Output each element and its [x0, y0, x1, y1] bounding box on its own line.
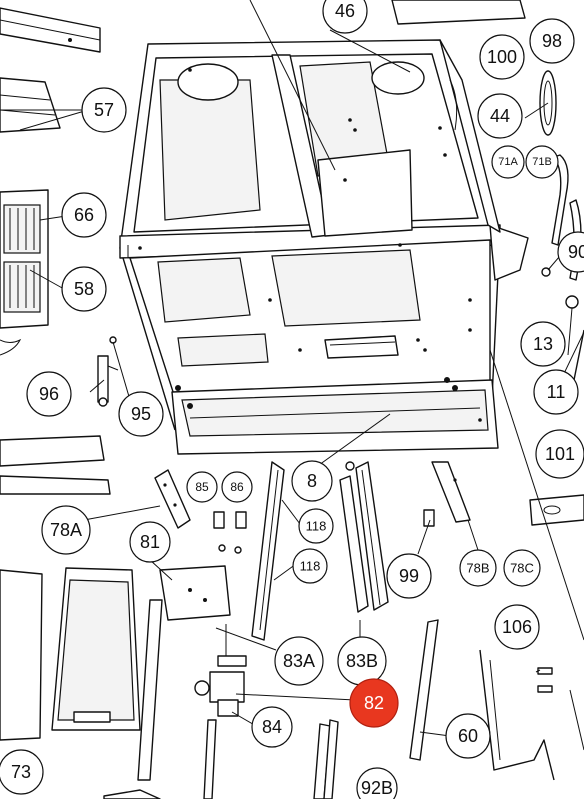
callout-95: 95: [118, 391, 164, 437]
left-grille: [0, 189, 49, 356]
callout-106-label: 106: [502, 617, 532, 637]
hinge-hardware: [97, 336, 119, 407]
callout-58-label: 58: [74, 279, 94, 299]
callout-60-label: 60: [458, 726, 478, 746]
callout-71a-label: 71A: [498, 156, 518, 168]
callout-11: 11: [533, 369, 579, 415]
callout-101: 101: [535, 429, 584, 479]
relay-assembly: [159, 511, 247, 621]
callout-13-label: 13: [533, 334, 553, 354]
callout-78a: 78A: [41, 505, 91, 555]
callout-71b: 71B: [525, 145, 559, 179]
callout-8: 8: [291, 460, 333, 502]
callout-85-label: 85: [195, 480, 209, 494]
main-cabinet-frame: [119, 39, 529, 455]
callout-96-label: 96: [39, 384, 59, 404]
callout-98-label: 98: [542, 31, 562, 51]
callout-83b-label: 83B: [346, 651, 378, 671]
callout-44-label: 44: [490, 106, 510, 126]
callout-83a-label: 83A: [283, 651, 315, 671]
callout-100-label: 100: [487, 47, 517, 67]
top-parts: [249, 0, 526, 171]
callout-57-label: 57: [94, 100, 114, 120]
callout-83b: 83B: [337, 636, 387, 686]
top-left-panel: [0, 7, 101, 133]
callout-46: 46: [322, 0, 368, 34]
callout-66-label: 66: [74, 205, 94, 225]
callout-96: 96: [26, 371, 72, 417]
bracket-78b: [423, 461, 471, 527]
callout-11-label: 11: [547, 382, 566, 402]
callout-84: 84: [251, 706, 293, 748]
drip-tray: [0, 567, 163, 781]
callout-81-label: 81: [140, 532, 160, 552]
callout-106: 106: [494, 604, 540, 650]
lower-rails: [103, 619, 584, 799]
callout-99-label: 99: [399, 566, 419, 586]
callout-58: 58: [61, 266, 107, 312]
callout-99: 99: [386, 553, 432, 599]
callout-90-label: 90: [568, 242, 584, 262]
callout-66: 66: [61, 192, 107, 238]
callout-13: 13: [520, 321, 566, 367]
left-rails: [0, 435, 191, 529]
callout-73: 73: [0, 749, 44, 795]
callout-81: 81: [129, 521, 171, 563]
callout-78c-label: 78C: [510, 561, 534, 576]
callout-83a: 83A: [274, 636, 324, 686]
callout-73-label: 73: [11, 762, 31, 782]
contactor-assembly: [194, 624, 247, 717]
callout-118-lower: 118: [292, 548, 328, 584]
callout-90: 90: [557, 231, 584, 273]
callout-86-label: 86: [230, 480, 244, 494]
callout-92b-label: 92B: [361, 778, 393, 798]
callout-86: 86: [221, 471, 253, 503]
callout-118-lower-label: 118: [300, 559, 321, 574]
callout-60: 60: [445, 713, 491, 759]
callout-98: 98: [529, 18, 575, 64]
callout-71b-label: 71B: [532, 156, 552, 168]
callout-95-label: 95: [131, 404, 151, 424]
callout-84-label: 84: [262, 717, 282, 737]
callout-78a-label: 78A: [50, 520, 82, 540]
callout-85: 85: [186, 471, 218, 503]
callout-118-upper: 118: [298, 508, 334, 544]
callout-118-upper-label: 118: [306, 519, 327, 534]
callout-8-label: 8: [307, 471, 317, 491]
callout-44: 44: [477, 93, 523, 139]
callout-100: 100: [479, 34, 525, 80]
callout-82: 82: [349, 678, 399, 728]
leader-lines: [0, 29, 584, 737]
callout-78c: 78C: [503, 549, 541, 587]
callout-101-label: 101: [545, 444, 575, 464]
callout-82-label: 82: [364, 693, 384, 713]
callout-46-label: 46: [335, 1, 355, 21]
callout-78b-label: 78B: [466, 561, 489, 576]
callout-57: 57: [81, 87, 127, 133]
callout-71a: 71A: [491, 145, 525, 179]
callout-78b: 78B: [459, 549, 497, 587]
heater-elements: [251, 461, 389, 641]
callout-92b: 92B: [356, 767, 398, 799]
